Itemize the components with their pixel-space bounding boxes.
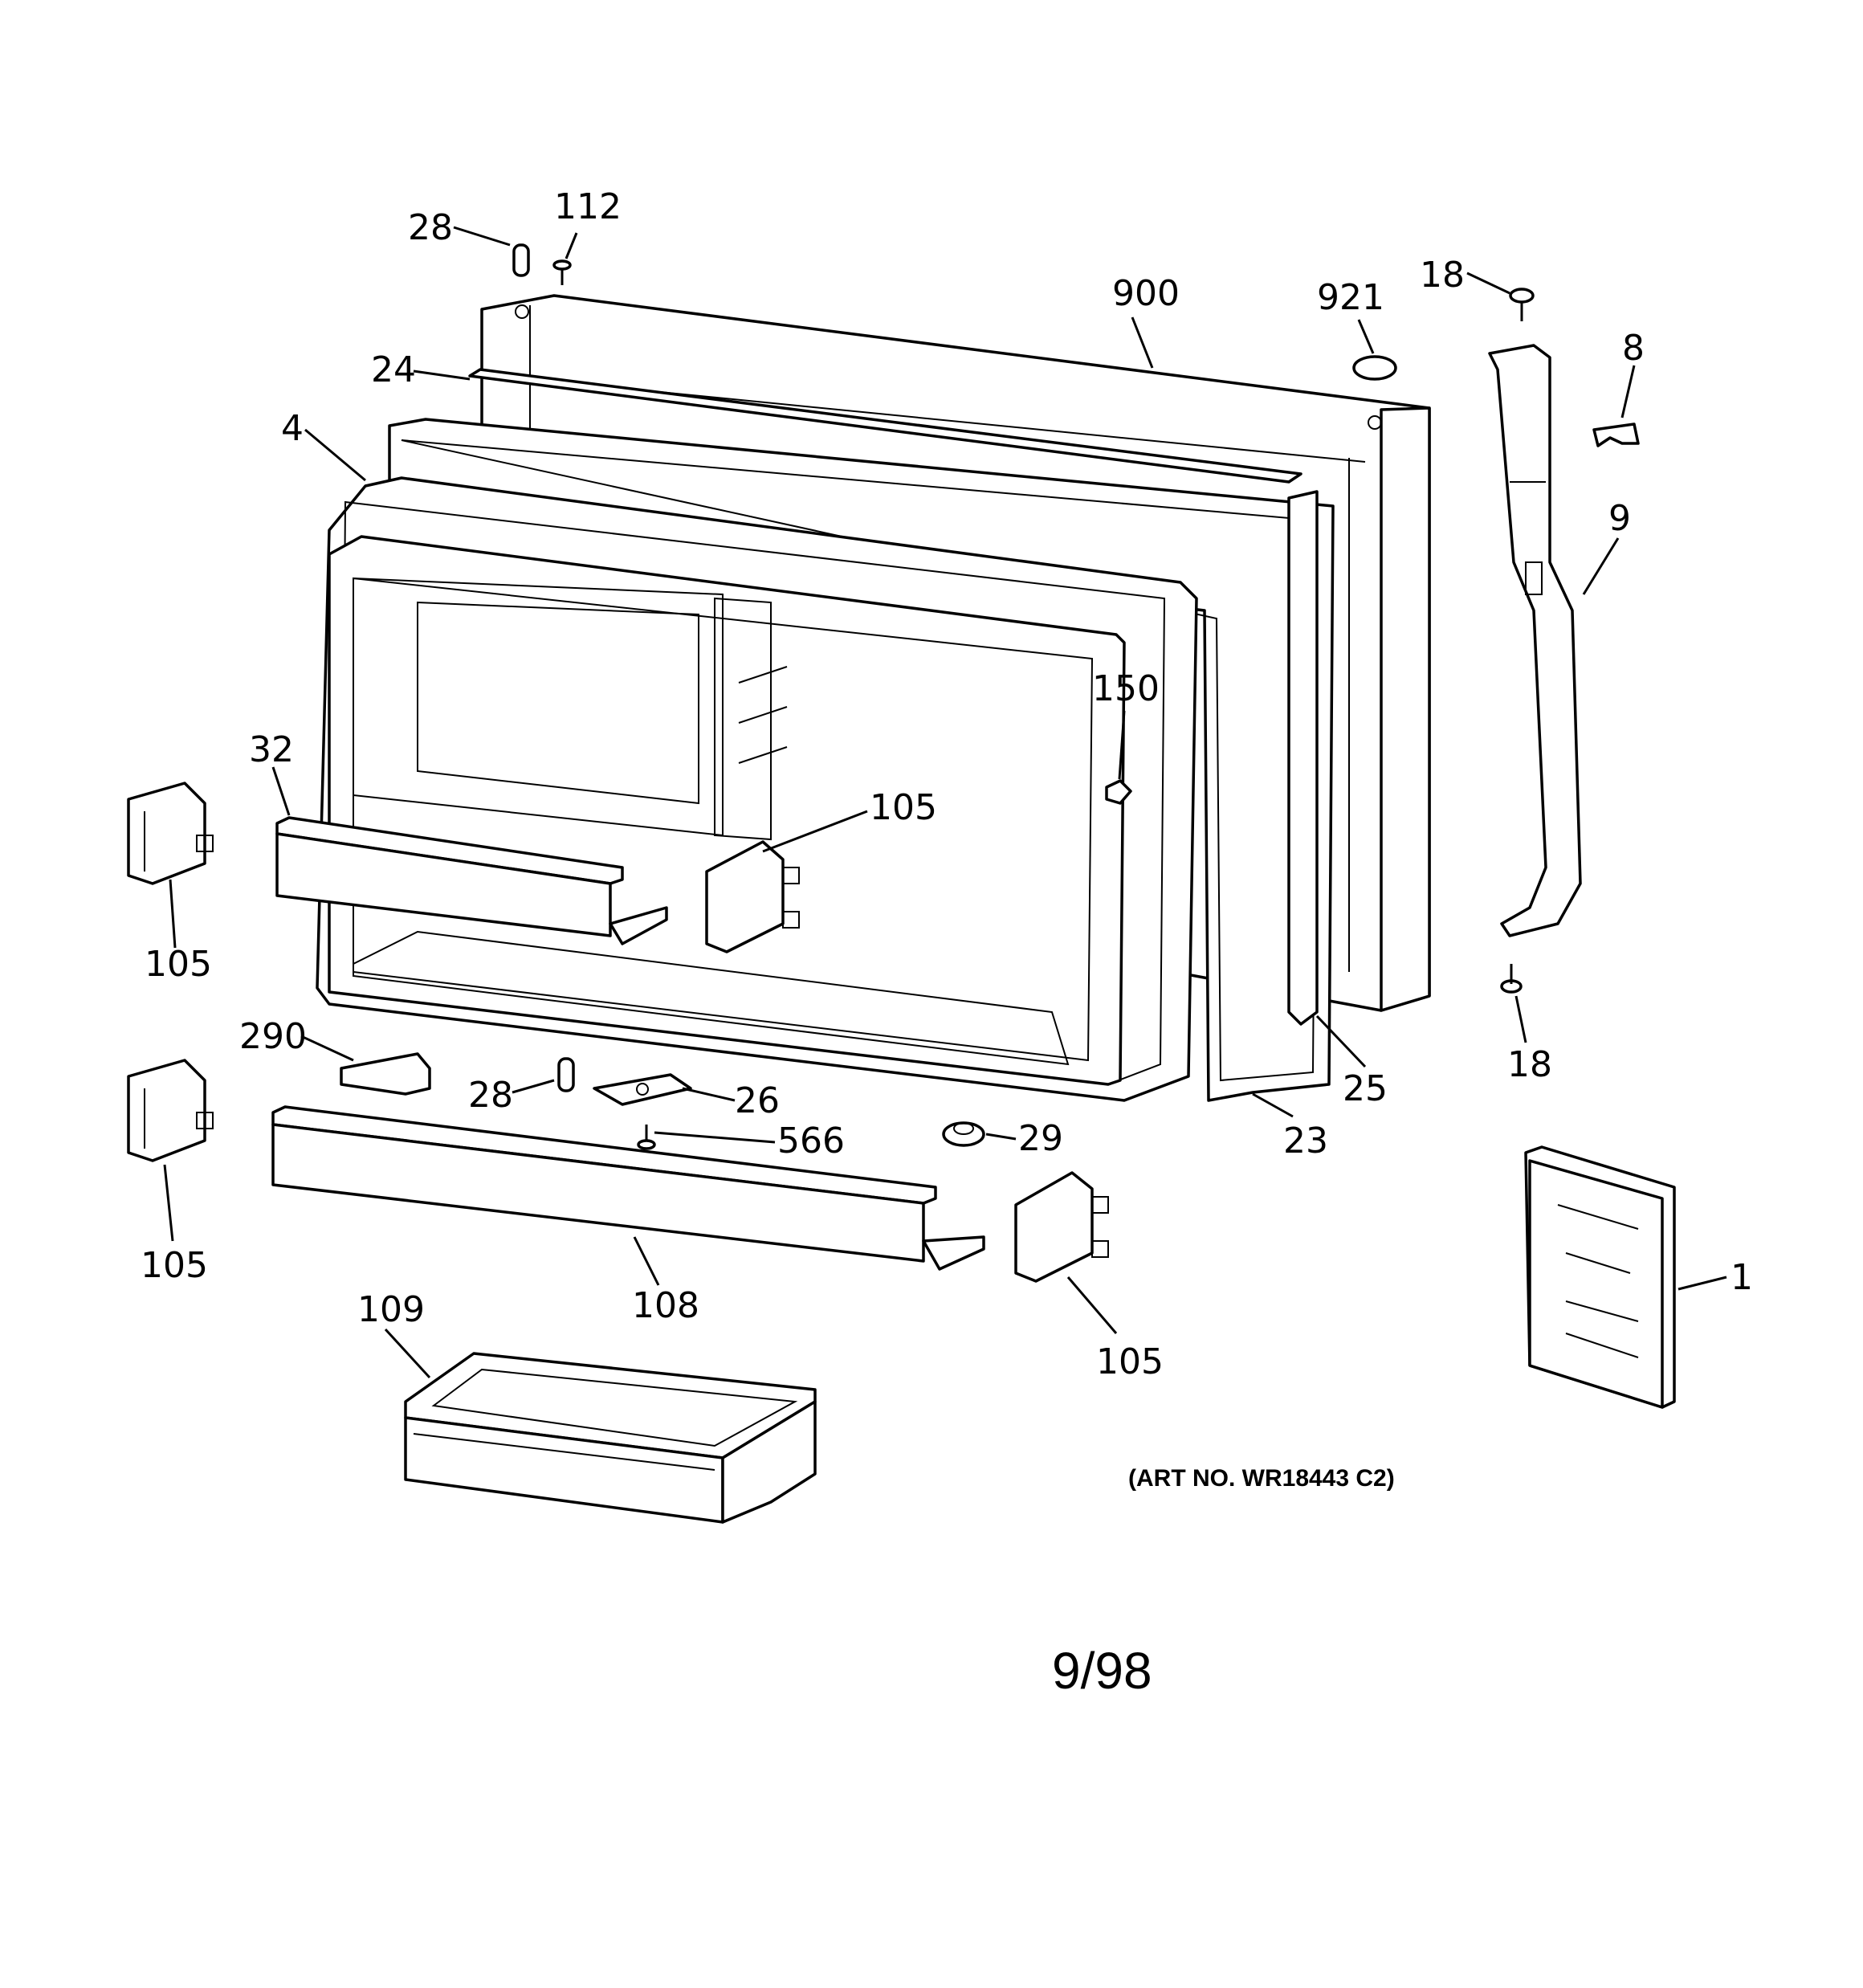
door-liner [316, 476, 1198, 1102]
label-8: 8 [1622, 328, 1645, 369]
door-handle [1488, 344, 1582, 937]
plug-top [512, 243, 530, 277]
shelf-bracket-left-bottom [127, 1059, 214, 1162]
plug-cap [1352, 355, 1397, 381]
bumper [942, 1121, 985, 1147]
label-32: 32 [249, 729, 294, 770]
label-112: 112 [554, 186, 622, 227]
screw-bottom [637, 1125, 656, 1150]
label-105-bottom: 105 [1096, 1341, 1164, 1382]
owners-manual [1524, 1145, 1676, 1409]
breaker-strip-top [468, 368, 1302, 484]
handle-screw-bottom [1500, 964, 1523, 994]
label-108: 108 [632, 1285, 699, 1326]
gasket-strip [1287, 490, 1319, 1026]
label-4: 4 [281, 408, 304, 449]
label-18-bottom: 18 [1507, 1044, 1552, 1085]
art-number: (ART NO. WR18443 C2) [1128, 1465, 1395, 1492]
plug-bottom [557, 1057, 575, 1092]
label-105-center: 105 [870, 787, 937, 828]
label-1: 1 [1731, 1257, 1753, 1298]
label-566: 566 [777, 1121, 845, 1161]
label-9: 9 [1608, 498, 1631, 539]
label-921: 921 [1317, 277, 1384, 318]
label-290: 290 [239, 1016, 307, 1057]
stop-block [340, 1052, 431, 1096]
label-105-left-top: 105 [145, 944, 212, 985]
label-25: 25 [1343, 1068, 1388, 1109]
label-900: 900 [1112, 273, 1180, 314]
shelf-bracket-center [705, 840, 800, 953]
handle-cap [1592, 423, 1640, 447]
label-28-bottom: 28 [468, 1075, 513, 1116]
label-109: 109 [357, 1289, 425, 1330]
label-23: 23 [1283, 1121, 1328, 1161]
label-18-top: 18 [1420, 255, 1465, 296]
shelf-bracket-bottom [1014, 1171, 1109, 1283]
leader-lines [163, 226, 1727, 1379]
label-29: 29 [1018, 1118, 1063, 1159]
label-26: 26 [735, 1080, 780, 1121]
handle-screw-top [1509, 288, 1535, 321]
door-bin [404, 1352, 817, 1524]
upper-shelf-bar [275, 816, 668, 945]
shelf-bracket-left-top [127, 782, 214, 885]
label-28-top: 28 [408, 207, 453, 248]
lower-shelf-bar [271, 1105, 985, 1271]
rivet [1105, 779, 1132, 805]
label-150: 150 [1092, 668, 1160, 709]
hinge-plate [593, 1073, 692, 1106]
label-24: 24 [371, 349, 416, 390]
label-105-left-bottom: 105 [141, 1245, 208, 1286]
screw-top [552, 259, 572, 285]
date-code: 9/98 [1052, 1642, 1152, 1700]
